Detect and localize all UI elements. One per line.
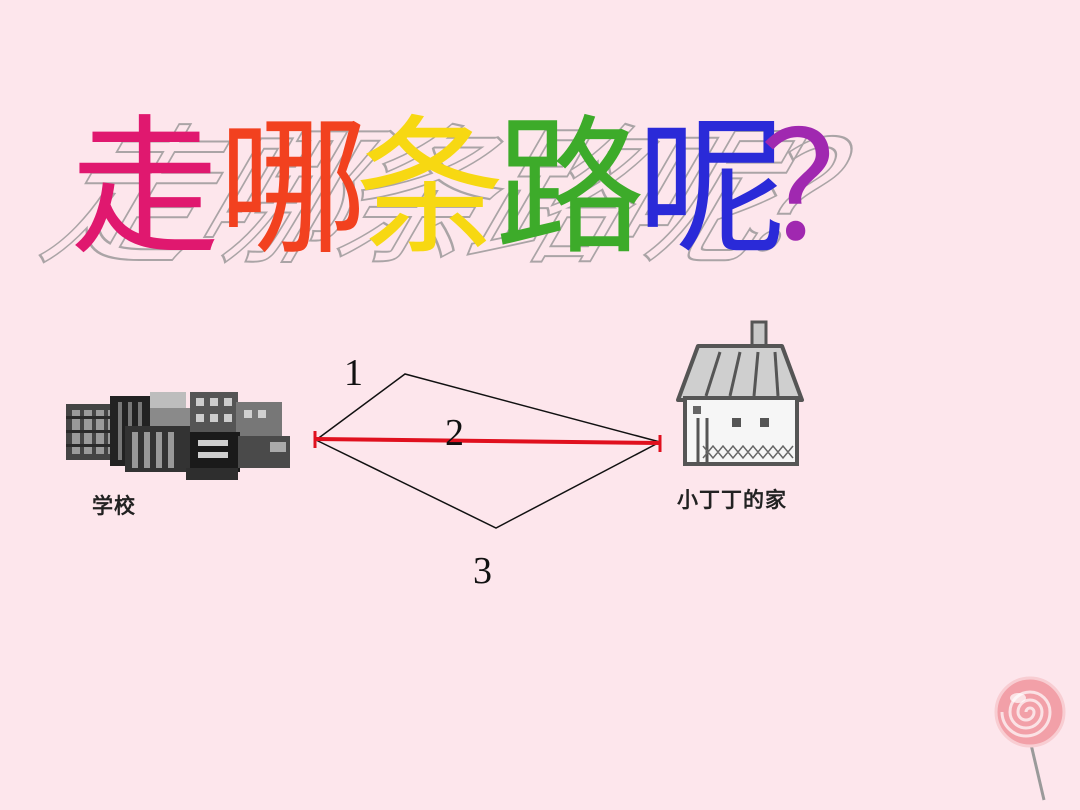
- title-char-zou: 走: [70, 102, 220, 276]
- route-3-label: 3: [473, 550, 492, 592]
- title-char-na: 哪: [218, 102, 368, 276]
- title-char-lu: 路: [495, 102, 645, 276]
- school-building-icon: [66, 392, 290, 480]
- lollipop-icon: [994, 676, 1066, 801]
- title-wordart: 走 哪 条 路 呢 ？ 走 哪 条 路 呢 ？: [16, 102, 958, 287]
- title-char-ne: 呢: [637, 102, 787, 276]
- house-icon: [676, 320, 804, 466]
- school-label: 学校: [92, 494, 136, 518]
- route-2-path: [313, 431, 662, 452]
- title-char-tiao: 条: [355, 102, 505, 276]
- title-text: 走 哪 条 路 呢 ？: [70, 102, 910, 276]
- title-char-question: ？: [760, 102, 910, 276]
- home-label: 小丁丁的家: [677, 488, 787, 512]
- route-1-path: [315, 373, 661, 443]
- route-2-label: 2: [445, 412, 464, 454]
- route-1-label: 1: [344, 352, 363, 394]
- route-3-path: [315, 439, 661, 529]
